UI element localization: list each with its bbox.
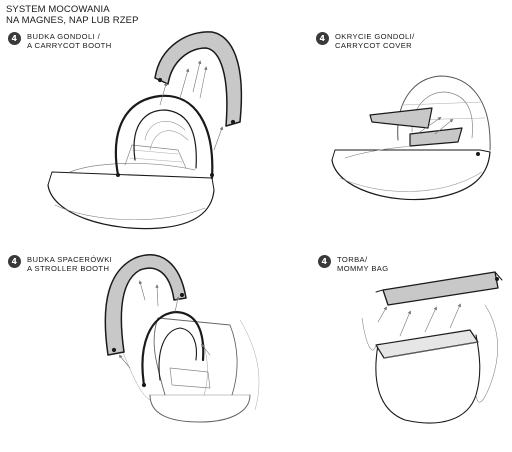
carrycot-booth-fabric (154, 31, 243, 127)
bag-strap (382, 271, 499, 306)
carrycot-booth-illustration (47, 31, 243, 230)
header-line-1: SYSTEM MOCOWANIA (6, 4, 110, 15)
panel-title-line-1: TORBA/ (337, 255, 368, 264)
mommy-bag-illustration (361, 271, 503, 424)
panel-title-line-2: CARRYCOT COVER (335, 41, 413, 50)
stroller-booth-illustration (104, 254, 260, 423)
panel-title-line-2: MOMMY BAG (337, 264, 389, 273)
panel-title-line-2: A STROLLER BOOTH (27, 264, 110, 273)
carrycot-body (47, 184, 215, 230)
page-header: SYSTEM MOCOWANIA NA MAGNES, NAP LUB RZEP (6, 4, 139, 26)
panel-label-carrycot-cover: 4 OKRYCIE GONDOLI/ CARRYCOT COVER (316, 32, 415, 50)
panel-title-line-1: BUDKA SPACERÓWKI (27, 255, 113, 264)
panel-title-line-1: BUDKA GONDOLI / (27, 32, 101, 41)
stroller-booth-fabric (104, 254, 187, 356)
carrycot-cover-illustration (331, 75, 491, 201)
bag-flap (375, 329, 479, 359)
panel-title-line-2: A CARRYCOT BOOTH (27, 41, 112, 50)
carrycot-cover-front (409, 127, 463, 147)
header-line-2: NA MAGNES, NAP LUB RZEP (6, 15, 139, 26)
panel-label-mommy-bag: 4 TORBA/ MOMMY BAG (318, 255, 389, 273)
panel-label-carrycot-booth: 4 BUDKA GONDOLI / A CARRYCOT BOOTH (8, 32, 112, 50)
panel-title-line-1: OKRYCIE GONDOLI/ (335, 32, 415, 41)
carrycot-hood-frame (114, 94, 214, 180)
stroller-hood-frame (141, 310, 205, 387)
bag-body (375, 334, 481, 424)
step-badge: 4 (316, 32, 329, 45)
carrycot-cover-top (369, 107, 433, 129)
panel-label-stroller-booth: 4 BUDKA SPACERÓWKI A STROLLER BOOTH (8, 255, 112, 273)
step-badge: 4 (8, 32, 21, 45)
step-badge: 4 (8, 255, 21, 268)
carrycot-body-2 (331, 151, 491, 201)
step-badge: 4 (318, 255, 331, 268)
